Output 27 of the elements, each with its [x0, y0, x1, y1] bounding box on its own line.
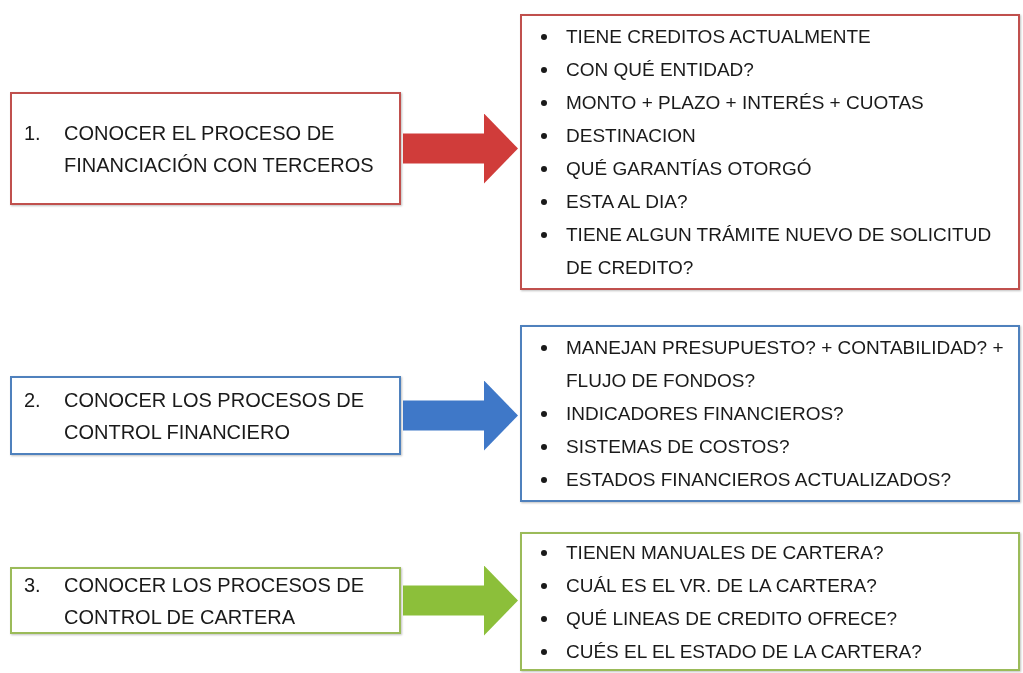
- question-text: SISTEMAS DE COSTOS?: [566, 435, 791, 459]
- question-text: ESTA AL DIA?: [566, 190, 689, 214]
- block-arrow: [403, 113, 518, 184]
- step-text: 2. CONOCER LOS PROCESOS DE CONTROL FINANCIERO: [23, 387, 366, 445]
- question-text: QUÉ LINEAS DE CREDITO OFRECE?: [566, 606, 899, 631]
- question-list-box: [520, 325, 1020, 502]
- question-text: DESTINACION: [566, 124, 697, 148]
- question-text: ESTADOS FINANCIEROS ACTUALIZADOS?: [566, 468, 952, 492]
- step-box: [10, 92, 401, 205]
- question-text: CUÉS EL EL ESTADO DE LA CARTERA?: [566, 639, 923, 664]
- question-text: TIENEN MANUALES DE CARTERA?: [566, 540, 885, 565]
- question-text: TIENE ALGUN TRÁMITE NUEVO DE SOLICITUD DE CREDITO?: [566, 223, 993, 280]
- block-arrow: [403, 565, 518, 636]
- question-text: TIENE CREDITOS ACTUALMENTE: [566, 25, 872, 49]
- question-list-box: [520, 14, 1020, 290]
- block-arrow: [403, 380, 518, 451]
- question-text: MONTO + PLAZO + INTERÉS + CUOTAS: [566, 91, 925, 115]
- step-box: [10, 376, 401, 455]
- step-box: [10, 567, 401, 634]
- question-text: INDICADORES FINANCIEROS?: [566, 402, 845, 426]
- step-text: 1. CONOCER EL PROCESO DE FINANCIACIÓN CON TERCEROS: [23, 120, 375, 178]
- question-list-box: [520, 532, 1020, 671]
- question-text: QUÉ GARANTÍAS OTORGÓ: [566, 157, 813, 181]
- step-text: 3. CONOCER LOS PROCESOS DE CONTROL DE CARTERA: [23, 572, 366, 630]
- question-text: MANEJAN PRESUPUESTO? + CONTABILIDAD? + FLUJO DE FONDOS?: [566, 336, 1005, 393]
- question-text: CON QUÉ ENTIDAD?: [566, 58, 755, 82]
- question-text: CUÁL ES EL VR. DE LA CARTERA?: [566, 573, 878, 598]
